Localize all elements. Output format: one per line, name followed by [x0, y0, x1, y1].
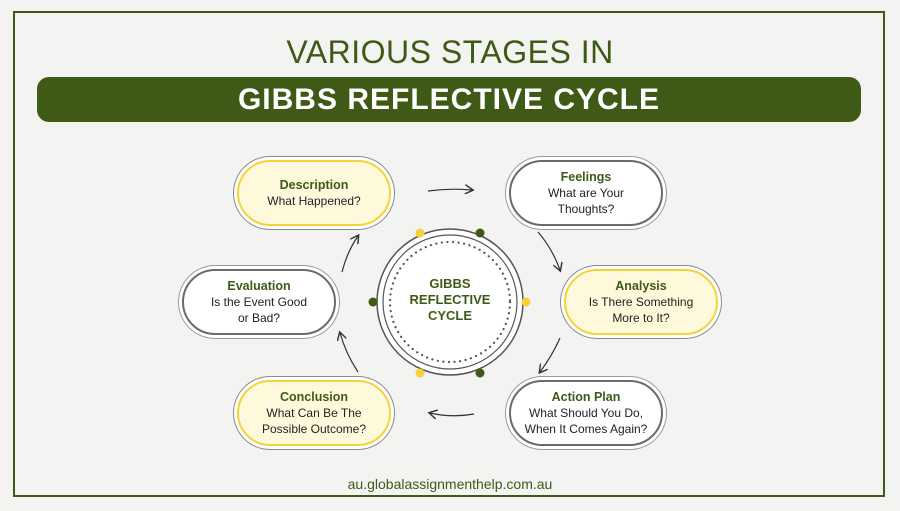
center-inner-ring: [382, 234, 518, 370]
stage-question: When It Comes Again?: [524, 422, 648, 436]
ring-dot-yellow: [415, 228, 425, 238]
ring-dot-yellow: [415, 368, 425, 378]
stage-heading: Feelings: [560, 170, 612, 184]
arrow-action-to-conclusion: [430, 413, 475, 416]
stage-question: What are Your: [547, 186, 625, 200]
stage-heading: Description: [279, 178, 349, 192]
ring-dot-yellow: [521, 297, 531, 307]
center-label: GIBBS REFLECTIVE CYCLE: [400, 276, 500, 324]
ring-dot-green: [475, 228, 485, 238]
stage-question: Possible Outcome?: [261, 422, 367, 436]
stage-question: Thoughts?: [557, 202, 615, 216]
ring-dot-green: [475, 368, 485, 378]
arrow-analysis-to-action: [540, 337, 561, 372]
stage-description: Description What Happened?: [237, 160, 391, 226]
stage-question: Is There Something: [588, 295, 694, 309]
stage-conclusion: Conclusion What Can Be The Possible Outc…: [237, 380, 391, 446]
stage-action-plan: Action Plan What Should You Do, When It …: [509, 380, 663, 446]
page-title: VARIOUS STAGES IN: [286, 34, 614, 70]
center-dotted-ring: [388, 240, 512, 364]
stage-question: or Bad?: [237, 311, 281, 325]
title-banner: GIBBS REFLECTIVE CYCLE: [37, 77, 861, 122]
center-label-line: REFLECTIVE: [409, 292, 491, 307]
stage-question: What Can Be The: [266, 406, 362, 420]
ring-dot-green: [368, 297, 378, 307]
stage-question: Is the Event Good: [210, 295, 308, 309]
stage-question: What Should You Do,: [528, 406, 644, 420]
stage-heading: Action Plan: [551, 390, 621, 404]
stage-heading: Analysis: [615, 279, 667, 293]
stage-heading: Evaluation: [227, 279, 291, 293]
stage-analysis: Analysis Is There Something More to It?: [564, 269, 718, 335]
center-label-line: GIBBS: [429, 276, 471, 291]
stage-heading: Conclusion: [279, 390, 349, 404]
stage-question: What Happened?: [267, 194, 361, 208]
center-label-line: CYCLE: [427, 308, 473, 323]
footer-url: au.globalassignmenthelp.com.au: [347, 476, 553, 492]
stage-evaluation: Evaluation Is the Event Good or Bad?: [182, 269, 336, 335]
stage-feelings: Feelings What are Your Thoughts?: [509, 160, 663, 226]
arrow-description-to-feelings: [427, 189, 472, 191]
arrow-feelings-to-analysis: [537, 231, 560, 270]
arrow-evaluation-to-description: [341, 236, 358, 273]
outer-frame: [13, 11, 885, 497]
stage-question: More to It?: [612, 311, 670, 325]
arrow-conclusion-to-evaluation: [340, 333, 359, 373]
